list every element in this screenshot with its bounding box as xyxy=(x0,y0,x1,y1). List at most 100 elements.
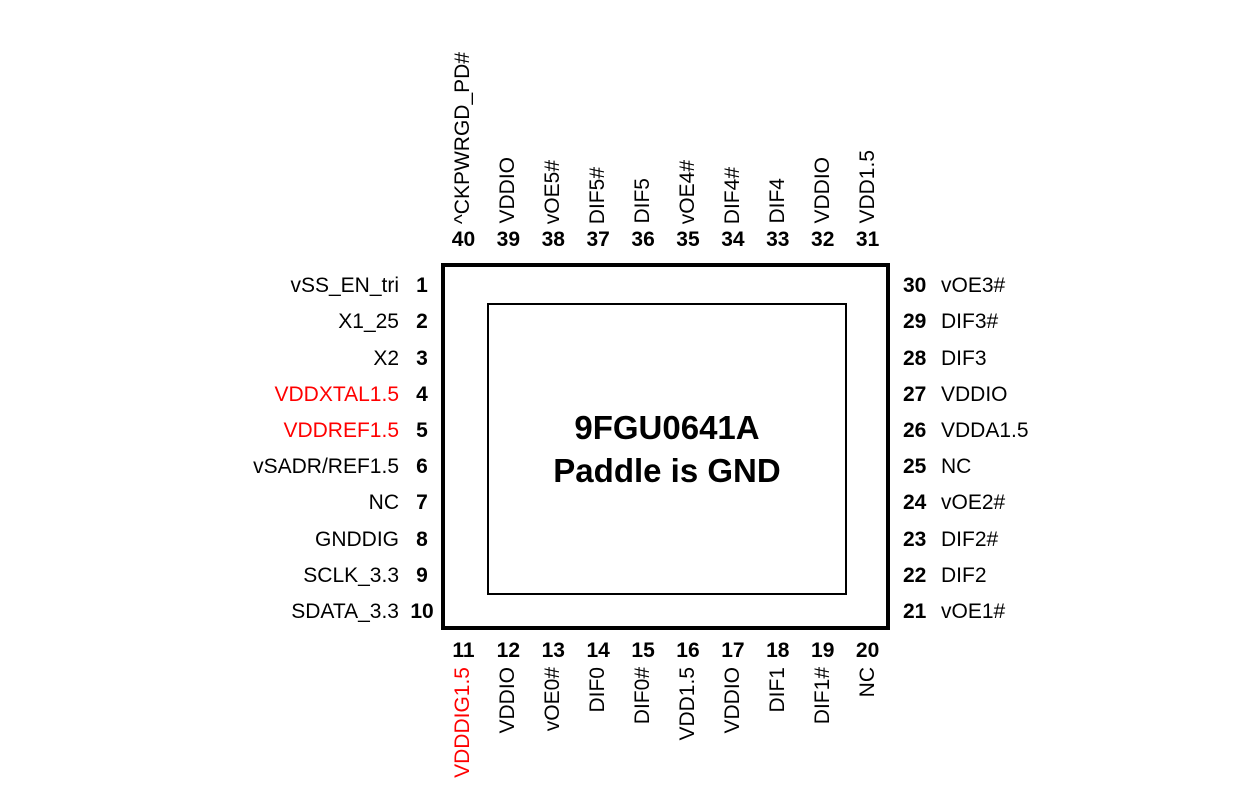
pin-number: 5 xyxy=(416,418,428,442)
pin-number: 34 xyxy=(721,228,745,251)
pin-label: DIF2 xyxy=(941,563,987,587)
pin-label: DIF4 xyxy=(765,178,789,224)
pin-label: DIF5 xyxy=(631,178,655,224)
pin-number: 24 xyxy=(903,491,927,515)
chip-paddle-note: Paddle is GND xyxy=(553,452,781,489)
pin-40: ^CKPWRGD_PD# 40 xyxy=(441,0,486,259)
pin-24: 24 vOE2# xyxy=(903,485,1256,521)
pin-number: 35 xyxy=(676,228,700,251)
pin-number: 6 xyxy=(416,455,428,479)
pin-number: 38 xyxy=(541,228,565,251)
pin-label: VDDA1.5 xyxy=(941,418,1029,442)
pin-number: 23 xyxy=(903,527,927,551)
pin-label: GNDDIG xyxy=(315,527,399,551)
pin-label: VDDIO xyxy=(810,157,834,224)
pin-number: 31 xyxy=(855,228,880,251)
pin-36: DIF5 36 xyxy=(621,0,666,259)
chip-body: 9FGU0641A Paddle is GND xyxy=(441,263,890,630)
pin-label: ^CKPWRGD_PD# xyxy=(451,51,475,224)
pin-label: SDATA_3.3 xyxy=(291,599,399,623)
pin-label: vOE5# xyxy=(541,159,565,224)
pin-30: 30 vOE3# xyxy=(903,268,1256,304)
pin-37: DIF5#37 xyxy=(576,0,621,259)
pin-6: vSADR/REF1.5 6 xyxy=(0,449,441,485)
pin-number: 20 xyxy=(855,639,880,662)
pin-number: 8 xyxy=(416,527,428,551)
pin-28: 28 DIF3 xyxy=(903,340,1256,376)
pin-number: 19 xyxy=(811,639,835,662)
pin-label: DIF4# xyxy=(720,166,744,224)
chip-part-number: 9FGU0641A xyxy=(574,409,760,446)
pin-label: VDDIO xyxy=(496,667,520,734)
pin-number: 22 xyxy=(903,563,927,587)
pin-label: DIF2# xyxy=(941,527,999,551)
pin-number: 25 xyxy=(903,455,927,479)
pin-number: 37 xyxy=(586,228,610,251)
pin-number: 36 xyxy=(631,228,655,251)
pin-31: VDD1.5 31 xyxy=(845,0,890,259)
pin-number: 26 xyxy=(903,418,927,442)
pin-label: vOE0# xyxy=(541,667,565,732)
pin-number: 27 xyxy=(903,382,927,406)
pin-label: VDDIO xyxy=(496,157,520,224)
pin-label: X1_25 xyxy=(338,310,399,334)
pin-number: 13 xyxy=(541,639,565,662)
pin-label: NC xyxy=(855,667,879,698)
pin-number: 4 xyxy=(416,382,428,406)
pin-label: NC xyxy=(368,491,399,515)
pin-label: vOE3# xyxy=(941,274,1006,298)
pin-26: 26 VDDA1.5 xyxy=(903,413,1256,449)
pin-number: 11 xyxy=(452,639,475,662)
pin-number: 29 xyxy=(903,310,927,334)
pin-number: 39 xyxy=(496,228,521,251)
pin-number: 18 xyxy=(766,639,790,662)
pin-label: VDD1.5 xyxy=(855,150,879,224)
pin-label: vOE2# xyxy=(941,491,1006,515)
pin-number: 10 xyxy=(410,599,434,623)
pin-label: VDDREF1.5 xyxy=(283,418,399,442)
pin-number: 40 xyxy=(451,228,476,251)
pin-number: 30 xyxy=(903,274,927,298)
pin-label: VDDDIG1.5 xyxy=(451,667,475,778)
pin-label: VDDIO xyxy=(720,667,744,734)
pin-34: DIF4# 34 xyxy=(710,0,755,259)
pin-label: VDD1.5 xyxy=(675,667,699,741)
pin-label: VDDIO xyxy=(941,382,1008,406)
pin-number: 15 xyxy=(631,639,655,662)
pin-number: 17 xyxy=(721,639,745,662)
pin-number: 21 xyxy=(903,599,927,623)
pin-22: 22 DIF2 xyxy=(903,558,1256,594)
pin-number: 28 xyxy=(903,346,927,370)
pin-5: VDDREF1.5 5 xyxy=(0,413,441,449)
pin-number: 9 xyxy=(416,563,428,587)
pin-label: DIF1# xyxy=(810,667,834,725)
pin-label: vSS_EN_tri xyxy=(290,274,399,298)
pin-number: 12 xyxy=(496,639,521,662)
pin-23: 23 DIF2# xyxy=(903,521,1256,557)
pin-label: DIF1 xyxy=(765,667,789,713)
pin-label: DIF3# xyxy=(941,310,999,334)
pin-label: DIF3 xyxy=(941,346,987,370)
pin-13: 13 vOE0# xyxy=(531,636,576,807)
pin-label: vSADR/REF1.5 xyxy=(253,455,399,479)
pin-35: vOE4#35 xyxy=(666,0,711,259)
pin-number: 14 xyxy=(586,639,610,662)
